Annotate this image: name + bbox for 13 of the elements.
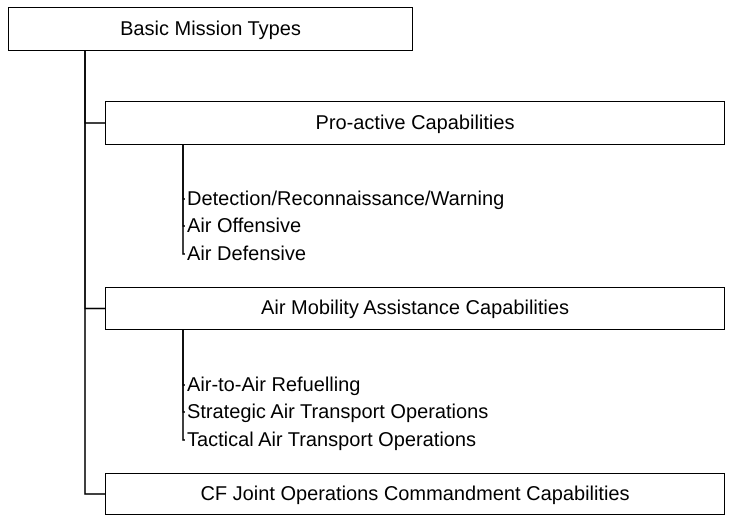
category-box: Basic Mission Types	[8, 7, 413, 51]
category-box: Air Mobility Assistance Capabilities	[105, 287, 725, 330]
list-item-text: Detection/Reconnaissance/Warning	[187, 186, 504, 212]
category-box: CF Joint Operations Commandment Capabilities	[105, 473, 725, 515]
tree-connector	[182, 145, 185, 255]
list-item-text: Air Defensive	[187, 241, 306, 267]
list-item-text: Air-to-Air Refuelling	[187, 372, 360, 398]
tree-connector	[182, 330, 185, 441]
list-item-text: Strategic Air Transport Operations	[187, 399, 488, 425]
category-box: Pro-active Capabilities	[105, 101, 725, 145]
list-item-text: Tactical Air Transport Operations	[187, 427, 476, 453]
tree-connector	[84, 51, 105, 495]
list-item-text: Air Offensive	[187, 213, 302, 239]
